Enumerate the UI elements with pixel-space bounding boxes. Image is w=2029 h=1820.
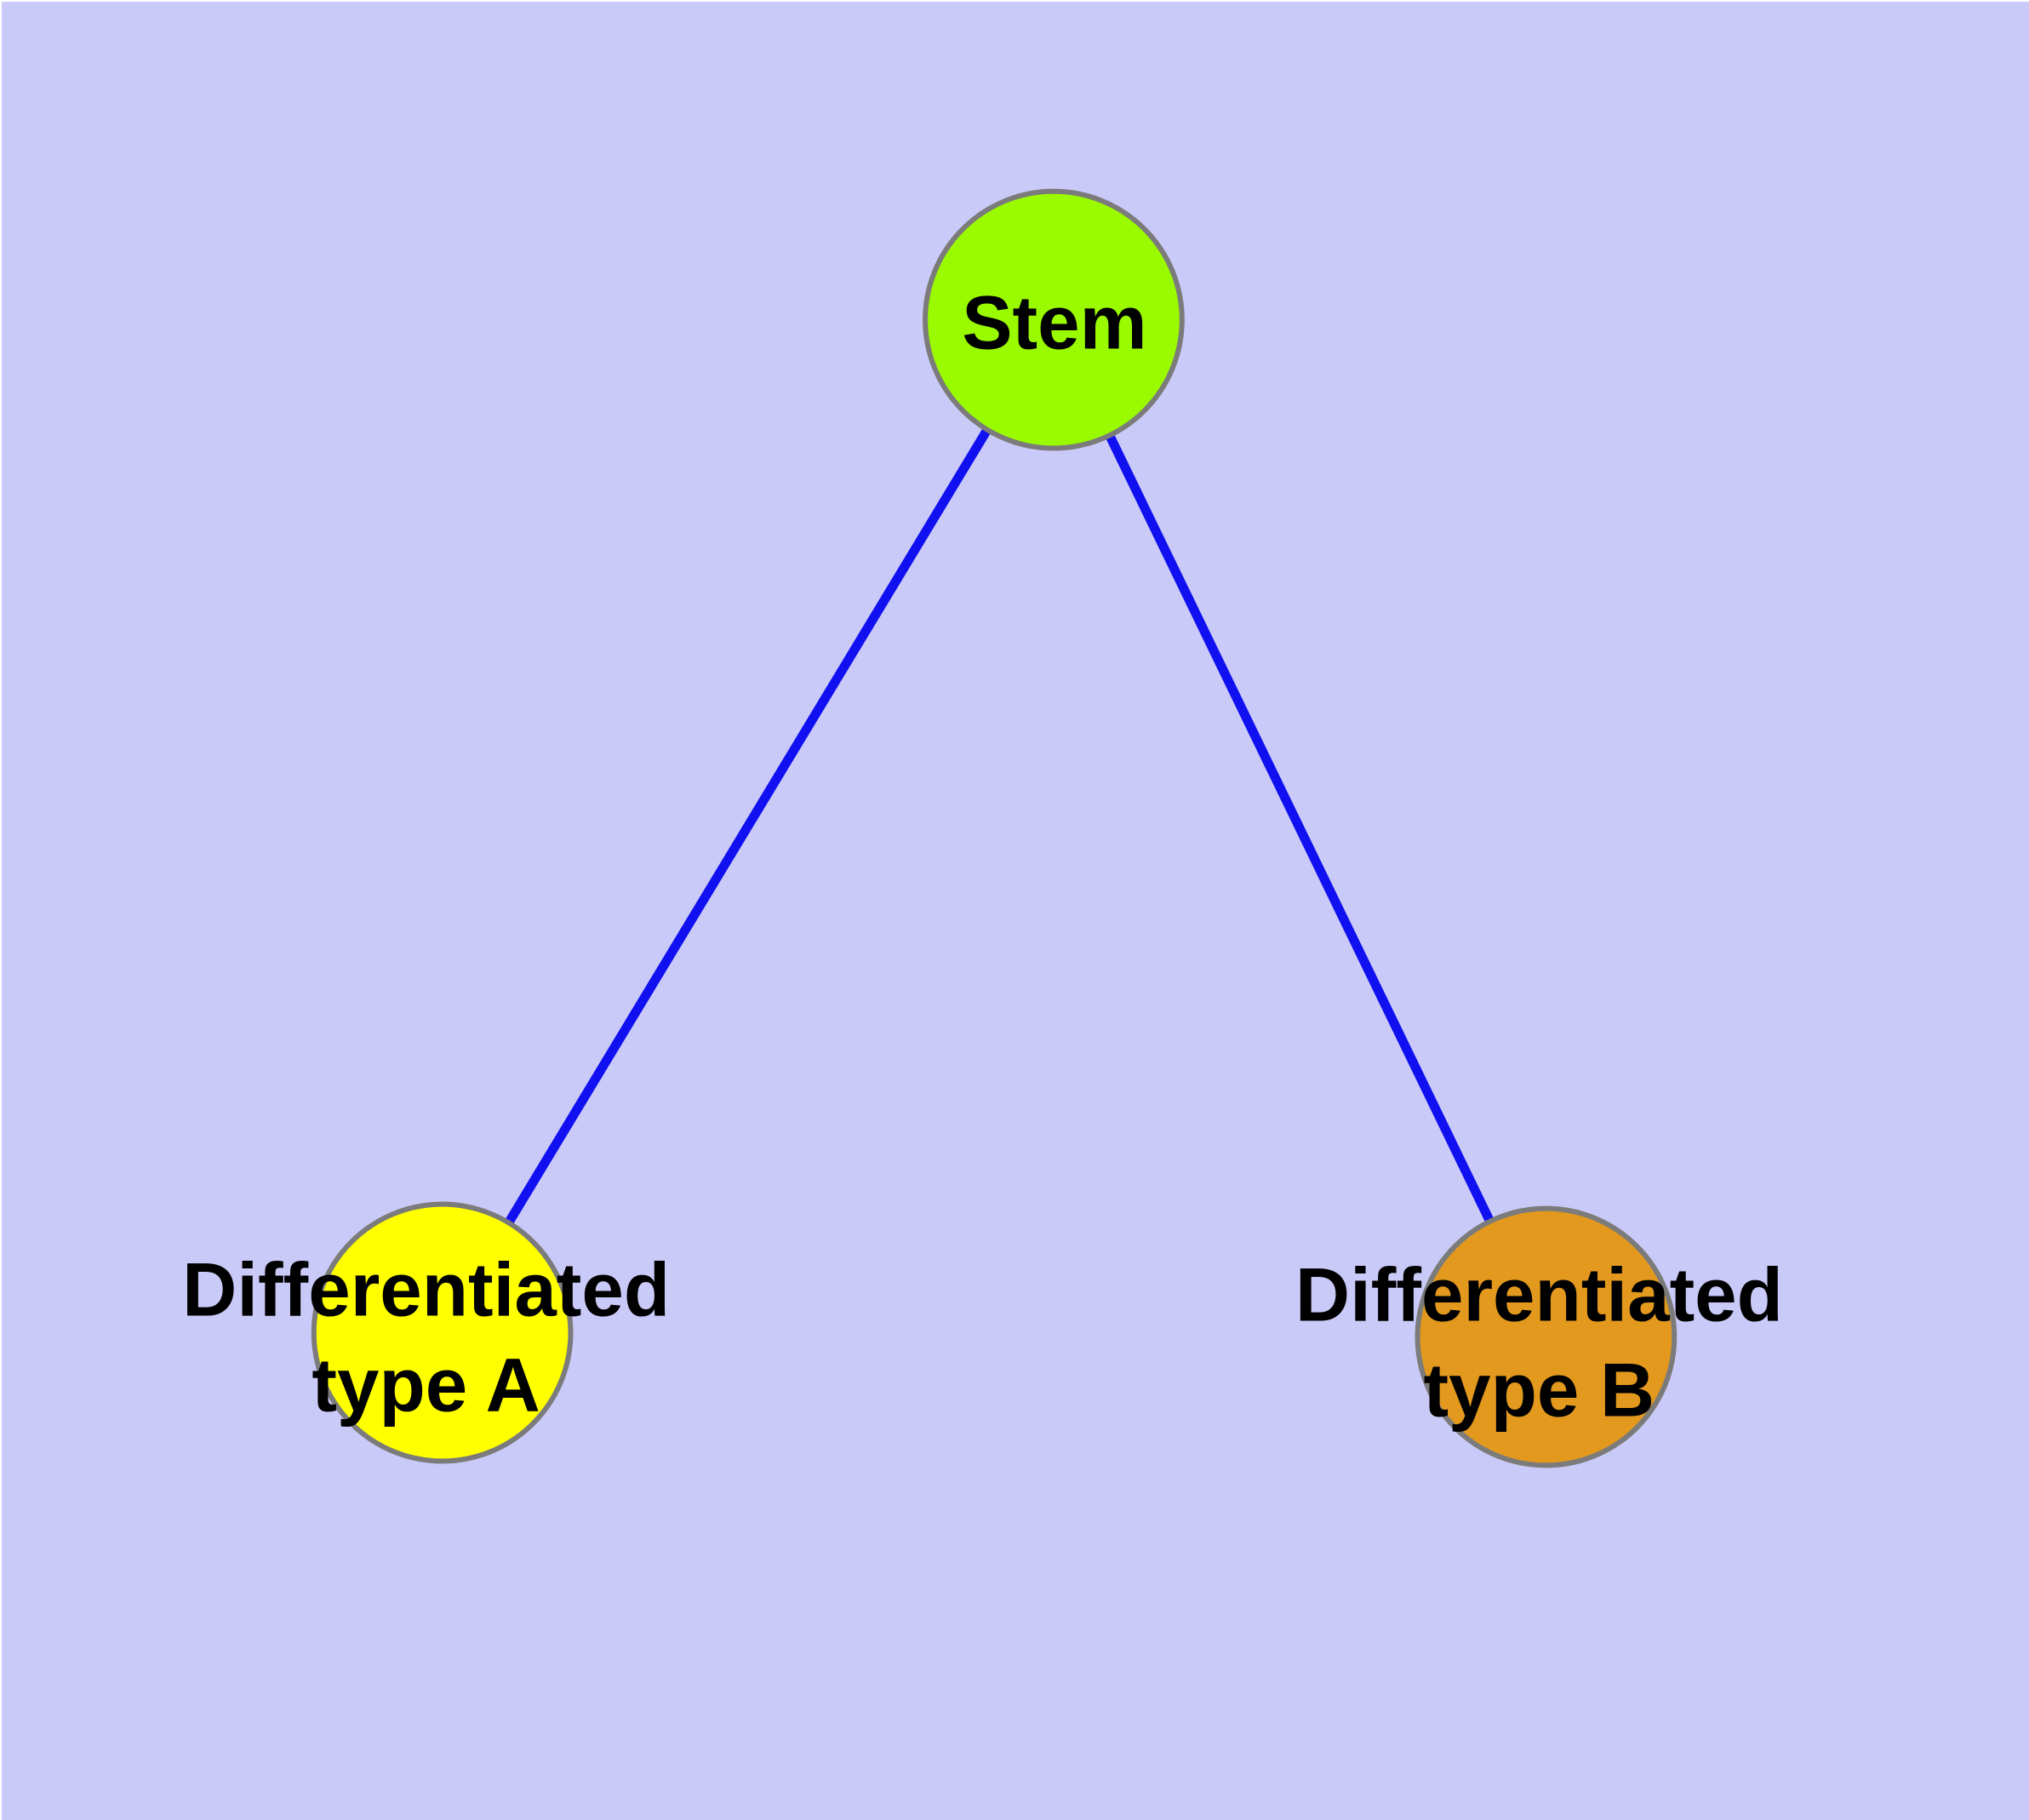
node-type-b-label-line-2: type B — [1424, 1348, 1655, 1432]
node-type-a-label-line-2: type A — [311, 1342, 540, 1427]
node-type-b-label-line-1: Differentiated — [1295, 1253, 1783, 1337]
node-stem-label: Stem — [962, 281, 1146, 365]
node-differentiated-type-b — [1415, 1205, 1677, 1468]
node-type-a-label-line-1: Differentiated — [182, 1248, 670, 1332]
node-differentiated-type-a — [311, 1201, 574, 1464]
edge-stem-to-type-b — [1049, 318, 1551, 1339]
edge-stem-to-type-a — [437, 317, 1058, 1336]
node-stem — [923, 188, 1185, 451]
